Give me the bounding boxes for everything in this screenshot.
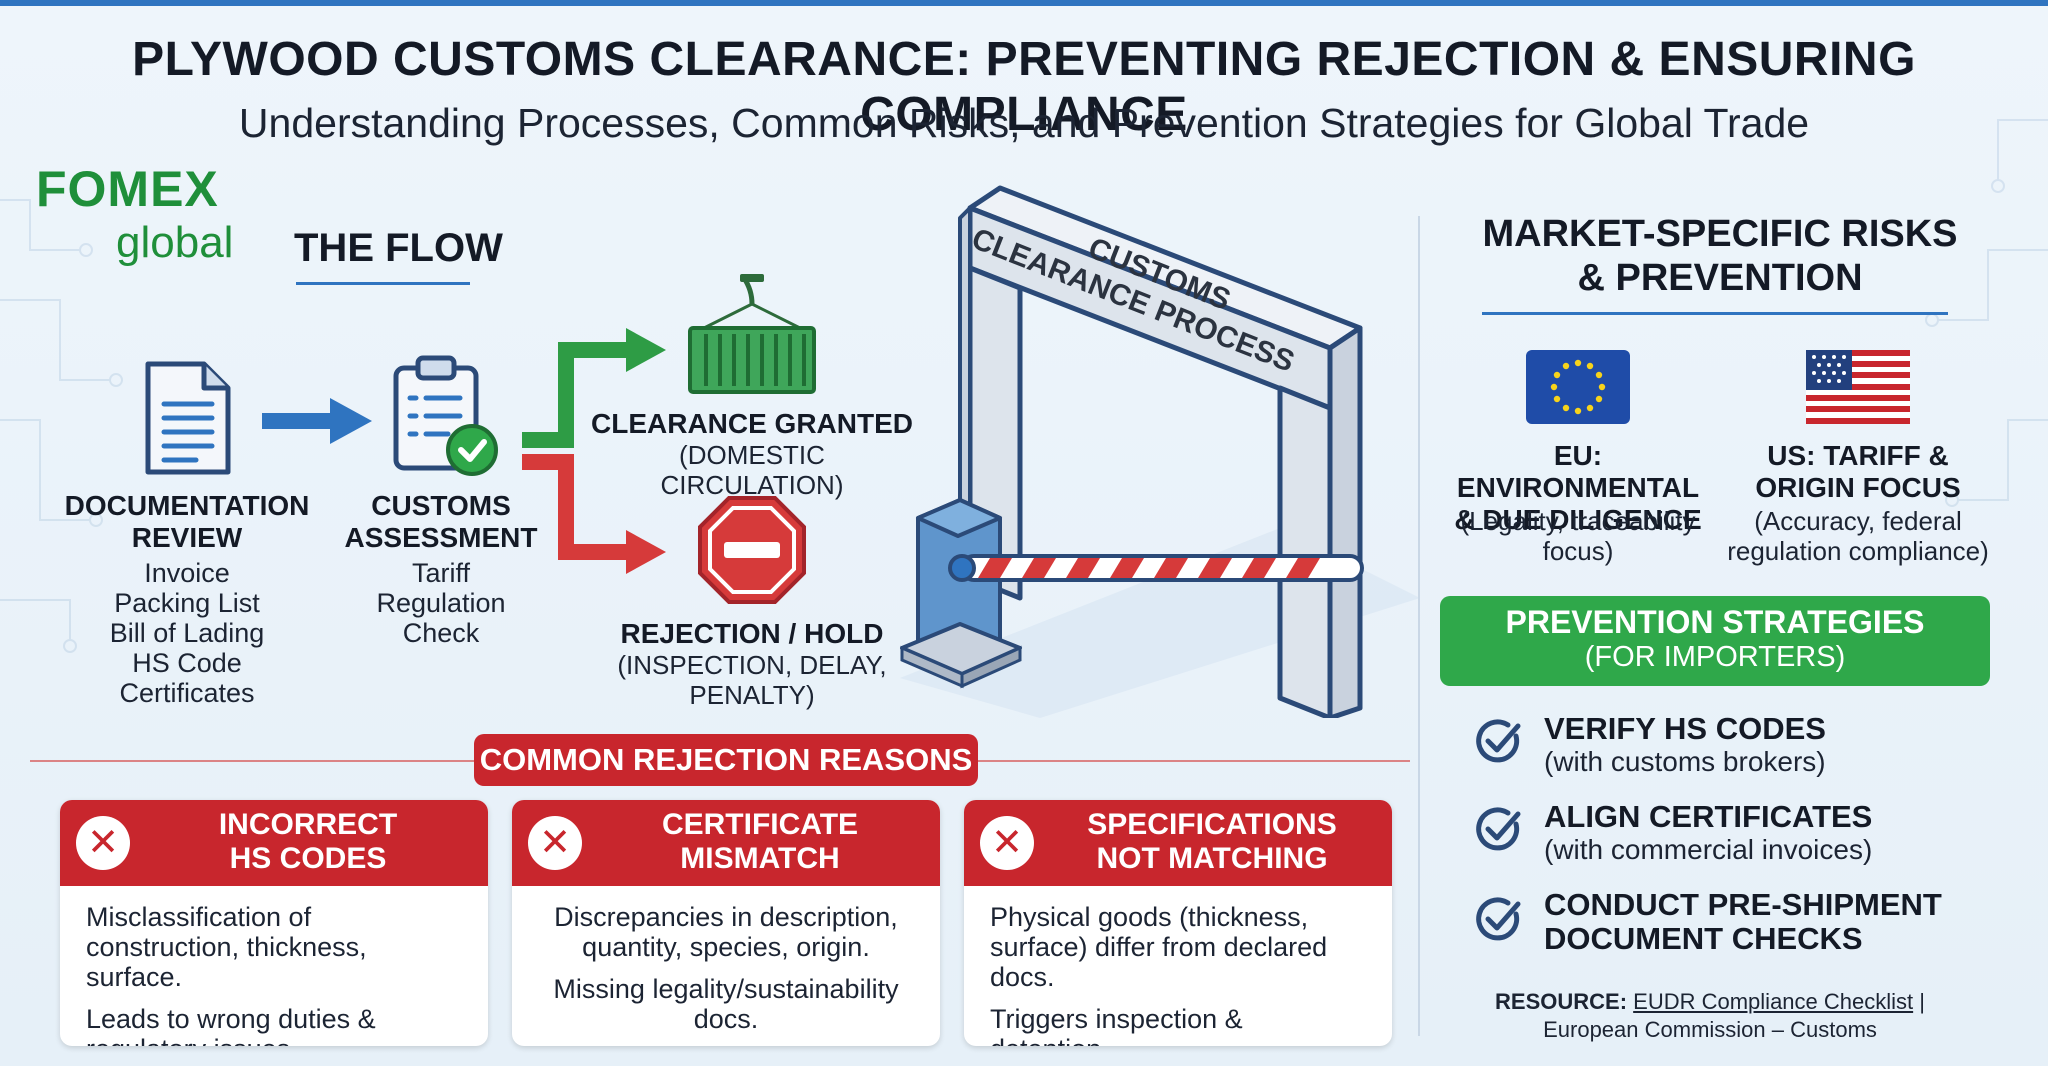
arrow-right-icon [262, 398, 372, 444]
page-title: PLYWOOD CUSTOMS CLEARANCE: PREVENTING RE… [132, 33, 1916, 141]
strategy-item-pre-shipment-checks: CONDUCT PRE-SHIPMENT DOCUMENT CHECKS [1544, 887, 1942, 956]
list-item: Check [402, 618, 480, 648]
resource-source: European Commission – Customs [1543, 1017, 1877, 1042]
list-item: Certificates [119, 678, 255, 708]
logo-subtext: global [116, 218, 234, 267]
prevention-subtitle: (FOR IMPORTERS) [1584, 641, 1846, 673]
market-us-title: US: TARIFF &ORIGIN FOCUS [1755, 440, 1961, 503]
resource-note: RESOURCE: EUDR Compliance Checklist | Eu… [1440, 988, 1980, 1044]
list-item: HS Code [132, 648, 242, 678]
card-text: Physical goods (thickness, surface) diff… [990, 902, 1328, 992]
us-flag-icon [1806, 350, 1910, 424]
x-circle-icon: ✕ [528, 816, 582, 870]
check-circle-icon [1476, 807, 1521, 851]
vertical-divider [1418, 216, 1420, 1036]
flow-section-title: THE FLOW [294, 226, 503, 270]
logo-wordmark: FOMEX [36, 161, 219, 217]
card-text: Misclassification of construction, thick… [86, 902, 367, 992]
list-item: Bill of Lading [109, 618, 265, 648]
card-text: Missing legality/sustainability docs. [553, 974, 899, 1034]
check-circle-icon [1476, 897, 1521, 941]
market-title-underline [1482, 312, 1948, 315]
card-text: Triggers inspection & detention. [990, 1004, 1243, 1046]
market-section-title: MARKET-SPECIFIC RISKS& PREVENTION [1482, 213, 1958, 299]
barrier-arm [948, 554, 1364, 582]
step-customs-assessment-items: Tariff Regulation Check [336, 558, 546, 648]
card-text: Leads to wrong duties & regulatory issue… [86, 1004, 376, 1046]
customs-gate-illustration: CUSTOMS CLEARANCE PROCESS [900, 185, 1420, 718]
list-item: Tariff [411, 558, 471, 588]
prevention-title: PREVENTION STRATEGIES [1505, 604, 1925, 640]
step-documentation-review-items: Invoice Packing List Bill of Lading HS C… [56, 558, 318, 708]
market-eu-title: EU: ENVIRONMENTAL& DUE DILIGENCE [1454, 440, 1702, 535]
eu-flag-icon [1526, 350, 1630, 424]
strategy-item-align-certificates: ALIGN CERTIFICATES (with commercial invo… [1544, 799, 1873, 866]
x-circle-icon: ✕ [76, 816, 130, 870]
resource-link[interactable]: EUDR Compliance Checklist [1633, 989, 1914, 1014]
branch-arrows [522, 328, 666, 574]
list-item: Invoice [144, 558, 230, 588]
outcome-rejection-subtitle: (INSPECTION, DELAY,PENALTY) [617, 650, 887, 710]
outcome-granted-subtitle: (DOMESTIC CIRCULATION) [660, 440, 844, 500]
flow-title-underline [296, 282, 470, 285]
document-icon [145, 361, 231, 475]
check-circle-icon [1476, 719, 1521, 763]
circuit-decoration-left [0, 199, 123, 653]
page-subtitle: Understanding Processes, Common Risks, a… [238, 100, 1810, 146]
card-text: Discrepancies in description, quantity, … [554, 902, 898, 962]
x-circle-icon: ✕ [980, 816, 1034, 870]
resource-label: RESOURCE: [1495, 989, 1628, 1014]
outcome-rejection-title: REJECTION / HOLD [620, 618, 884, 649]
outcome-granted-title: CLEARANCE GRANTED [591, 408, 913, 439]
common-rejection-reasons-label: COMMON REJECTION REASONS [474, 734, 978, 786]
shipping-container-icon [688, 274, 816, 394]
prevention-strategies-header: PREVENTION STRATEGIES (FOR IMPORTERS) [1440, 596, 1990, 686]
top-accent-bar [0, 0, 2048, 6]
stop-sign-icon [698, 496, 806, 604]
list-item: Packing List [114, 588, 260, 618]
clipboard-check-icon [393, 355, 498, 476]
list-item: Regulation [376, 588, 506, 618]
strategy-item-verify-hs-codes: VERIFY HS CODES (with customs brokers) [1544, 711, 1826, 778]
